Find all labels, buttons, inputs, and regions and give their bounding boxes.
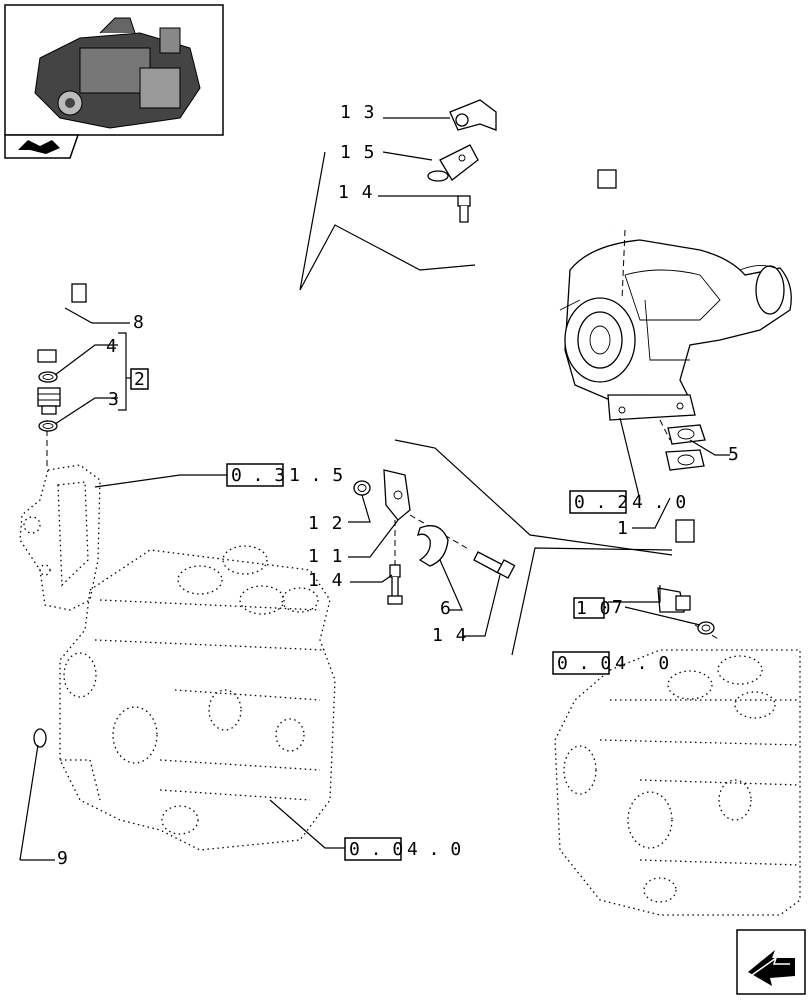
leader-lines [19, 117, 730, 861]
ref-0240-boxed: 0 . 2 [574, 492, 628, 513]
turbocharger [559, 239, 792, 421]
callout-6: 6 [440, 598, 452, 619]
callout-14-bot: 1 4 [432, 625, 468, 646]
next-page-arrow-icon[interactable] [736, 929, 806, 995]
callout-10-box[interactable]: 1 0 [573, 597, 612, 619]
ref-0040-bottom[interactable]: 0 . 0 4 . 0 [344, 837, 461, 861]
callout-1: 1 [617, 518, 629, 539]
ref-0040-right-boxed: 0 . 0 [557, 653, 611, 674]
nut-12 [353, 480, 371, 496]
ref-0040-bottom-boxed: 0 . 0 [349, 839, 403, 860]
bolt-14-mid [387, 564, 403, 605]
ref-0040-right[interactable]: 0 . 0 4 . 0 [552, 651, 669, 675]
engine-block-right [554, 649, 801, 916]
callout-14-mid: 1 4 [308, 570, 344, 591]
engine-block-left [59, 545, 336, 851]
ref-0315-boxed: 0 . 3 [231, 465, 285, 486]
callout-13: 1 3 [340, 102, 376, 123]
clamp-6 [417, 525, 449, 567]
callout-labels: 1 3 1 5 1 4 8 4 3 5 1 1 2 1 1 1 4 6 1 4 … [57, 102, 740, 869]
callout-4: 4 [106, 336, 118, 357]
callout-12: 1 2 [308, 513, 344, 534]
catalog-tab-icon[interactable] [4, 134, 80, 159]
bracket-11 [383, 469, 411, 521]
ref-0240[interactable]: 0 . 2 4 . 0 [569, 490, 686, 514]
callout-2: 2 [134, 369, 146, 390]
ref-0240-rest: 4 . 0 [632, 492, 686, 513]
ref-0040-bottom-rest: 4 . 0 [407, 839, 461, 860]
ref-0040-right-rest: 4 . 0 [615, 653, 669, 674]
bracket-13 [449, 99, 497, 131]
plug-9 [33, 728, 47, 748]
ref-0315-rest: 1 . 5 [289, 465, 343, 486]
front-cover [19, 464, 101, 611]
centerline-gasket [659, 419, 671, 441]
callout-2-box[interactable]: 2 [130, 368, 149, 390]
oil-pipe-upper [37, 148, 643, 363]
callout-3: 3 [108, 389, 120, 410]
callout-5: 5 [728, 444, 740, 465]
callout-7: 7 [612, 597, 624, 618]
gasket [665, 424, 706, 471]
callout-10: 1 0 [576, 598, 612, 619]
callout-11: 1 1 [308, 546, 344, 567]
bolt-14-top [457, 195, 471, 223]
clip-15 [427, 144, 479, 182]
callout-8: 8 [133, 312, 145, 333]
ref-0315[interactable]: 0 . 3 1 . 5 [226, 463, 343, 487]
callout-9: 9 [57, 848, 69, 869]
seal-ring-4 [38, 371, 58, 383]
oil-pipe-lower [657, 469, 715, 635]
callout-14-top: 1 4 [338, 182, 374, 203]
centerline-turbo [621, 229, 626, 301]
union-fitting-2 [37, 387, 61, 415]
engine-thumbnail-icon[interactable] [4, 4, 224, 136]
seal-ring-3 [38, 420, 58, 432]
bolt-14-bot [473, 551, 516, 579]
callout-15: 1 5 [340, 142, 376, 163]
